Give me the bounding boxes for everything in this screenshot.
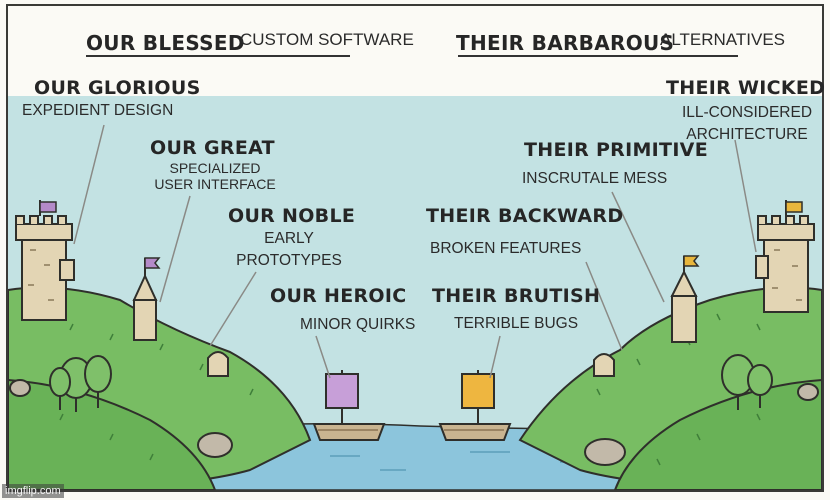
caption-band — [8, 6, 822, 96]
left-label-1-handwritten: OUR GLORIOUS — [34, 77, 201, 99]
left-label-3-handwritten: OUR NOBLE — [228, 205, 356, 227]
right-boat — [438, 370, 512, 441]
left-boat — [312, 370, 386, 441]
left-hut — [207, 351, 229, 377]
left-label-2-handwritten: OUR GREAT — [150, 137, 275, 159]
header-left-label: CUSTOM SOFTWARE — [240, 30, 414, 49]
header-left-underline — [86, 55, 350, 57]
right-label-3-handwritten: THEIR BACKWARD — [426, 205, 624, 227]
right-trees — [721, 354, 773, 410]
watermark: imgflip.com — [2, 484, 64, 498]
left-sail — [325, 373, 359, 409]
left-label-2: SPECIALIZED USER INTERFACE — [154, 160, 276, 193]
header-right-underline — [458, 55, 738, 57]
right-label-1-handwritten: THEIR WICKED — [666, 77, 826, 99]
left-flag — [39, 201, 57, 213]
left-label-4: MINOR QUIRKS — [300, 316, 416, 333]
left-label-1: EXPEDIENT DESIGN — [22, 102, 174, 119]
left-trees — [49, 355, 112, 412]
left-rock — [197, 432, 233, 458]
right-hut — [593, 353, 615, 377]
right-rock-small — [797, 383, 819, 401]
right-label-4: TERRIBLE BUGS — [454, 315, 579, 332]
right-label-1: ILL-CONSIDERED ARCHITECTURE — [681, 104, 813, 143]
right-flag — [785, 201, 803, 213]
left-castle-tower — [15, 200, 75, 321]
left-label-4-handwritten: OUR HEROIC — [270, 285, 407, 307]
left-rock-small — [9, 379, 31, 397]
pointer-lines — [73, 124, 757, 379]
right-label-4-handwritten: THEIR BRUTISH — [432, 285, 601, 307]
right-label-2-handwritten: THEIR PRIMITIVE — [524, 139, 708, 161]
right-rock — [584, 438, 626, 466]
left-spire — [132, 257, 161, 341]
right-spire — [670, 255, 700, 343]
header-left-handwritten: OUR BLESSED — [86, 31, 245, 55]
header-right-label: ALTERNATIVES — [660, 30, 786, 49]
right-castle-tower — [755, 200, 815, 313]
right-sail — [461, 373, 495, 409]
header-right-handwritten: THEIR BARBAROUS — [456, 31, 675, 55]
left-label-3: EARLY PROTOTYPES — [236, 230, 342, 270]
right-label-3: BROKEN FEATURES — [430, 240, 582, 257]
right-label-2: INSCRUTALE MESS — [522, 170, 668, 187]
right-hill-front — [613, 378, 823, 491]
